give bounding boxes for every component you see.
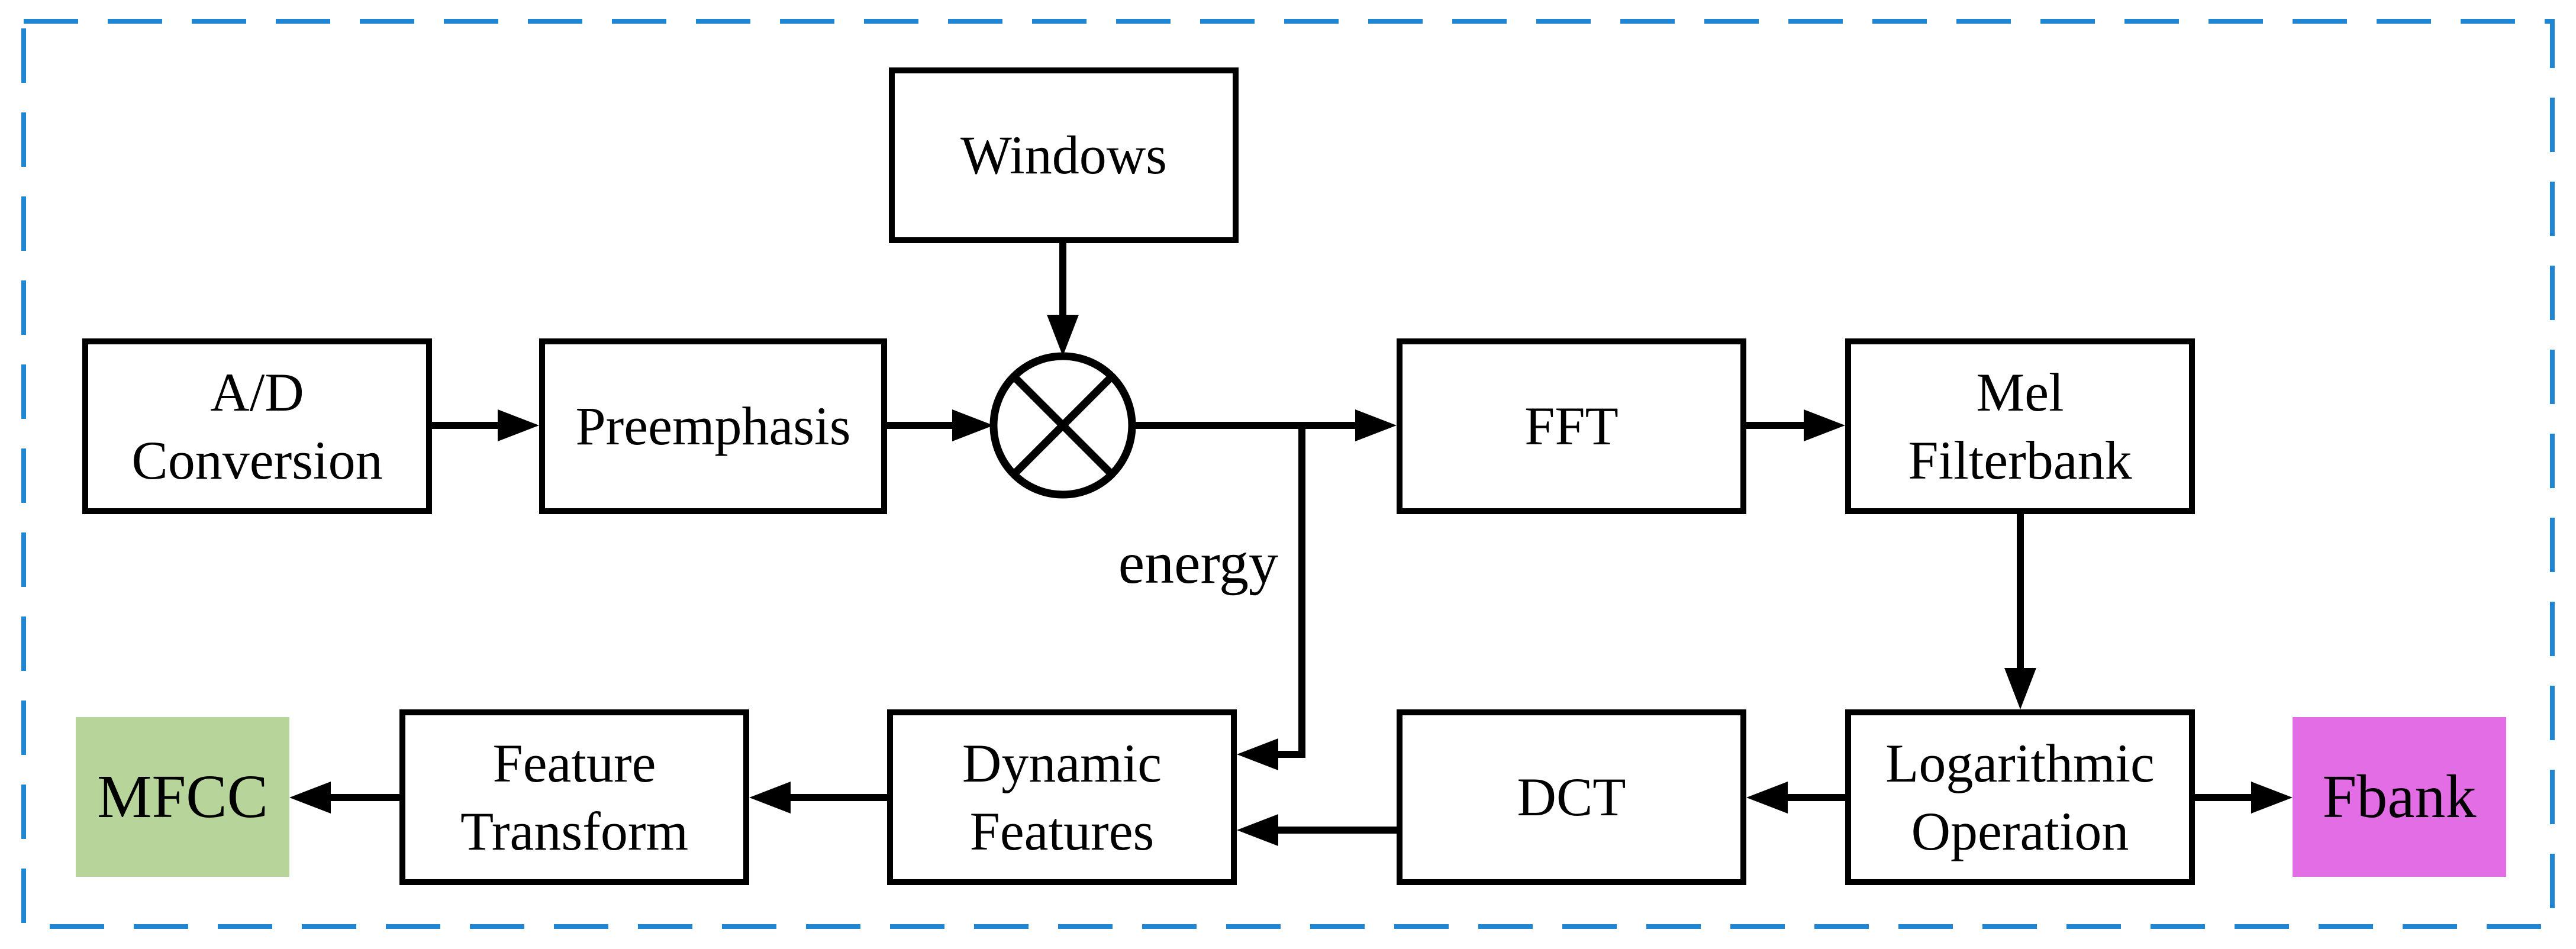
node-dynamic-features: Dynamic Features (887, 709, 1237, 885)
node-fft: FFT (1397, 338, 1746, 514)
node-dct: DCT (1397, 709, 1746, 885)
node-feature-transform: Feature Transform (399, 709, 749, 885)
node-logarithmic-operation: Logarithmic Operation (1845, 709, 2195, 885)
multiply-junction-icon (989, 352, 1136, 499)
dashed-frame (21, 19, 2555, 929)
arrow-feature-transform-to-mfcc (289, 782, 399, 814)
node-mfcc-output: MFCC (76, 717, 289, 877)
node-ad-conversion: A/D Conversion (82, 338, 432, 514)
arrow-energy-to-dynamic-features (1237, 422, 1305, 770)
arrow-df-to-feature-transform (749, 782, 887, 814)
node-mel-filterbank: Mel Filterbank (1845, 338, 2195, 514)
arrow-dct-to-dynamic-features (1237, 814, 1397, 846)
node-windows: Windows (889, 67, 1239, 243)
arrow-log-to-dct (1746, 782, 1845, 814)
energy-edge-label: energy (1118, 530, 1278, 596)
arrow-adc-to-preemphasis (432, 409, 539, 441)
arrow-windows-to-multiply (1047, 243, 1079, 356)
arrow-fft-to-mel (1746, 409, 1845, 441)
arrow-mel-to-log (2004, 514, 2036, 709)
node-preemphasis: Preemphasis (539, 338, 887, 514)
arrow-preemphasis-to-multiply (887, 409, 994, 441)
arrow-multiply-to-fft (1132, 409, 1397, 441)
arrow-log-to-fbank (2195, 782, 2293, 814)
node-fbank-output: Fbank (2293, 717, 2506, 877)
